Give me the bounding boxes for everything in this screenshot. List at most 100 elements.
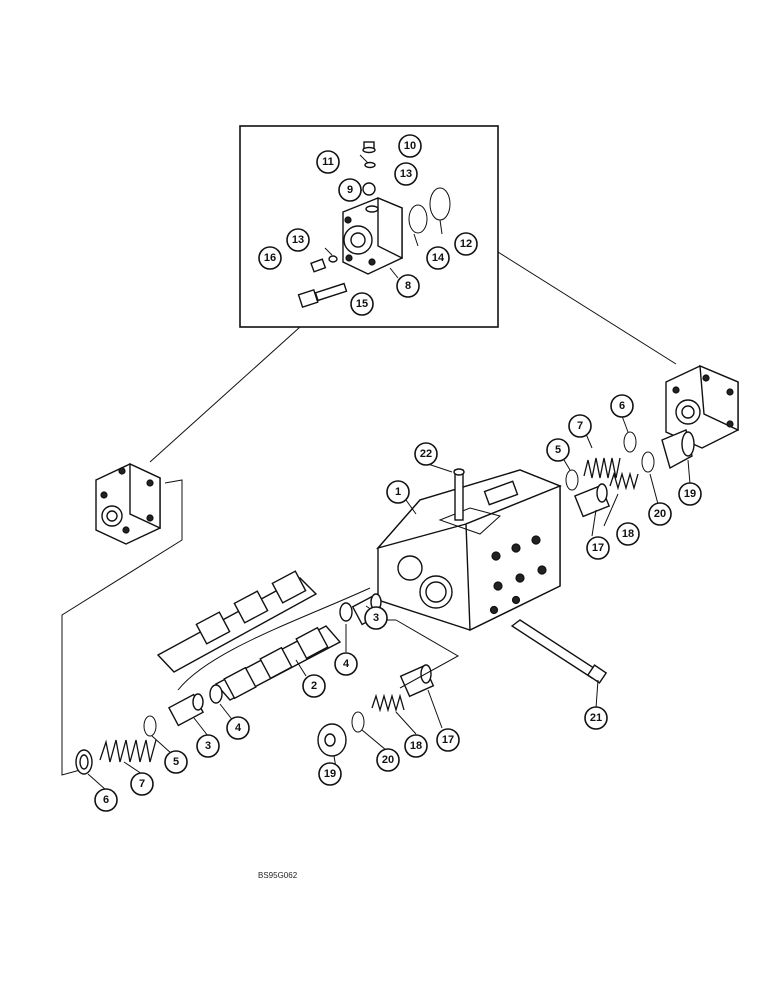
svg-text:4: 4 xyxy=(235,722,242,734)
callout-17b: 17 xyxy=(436,728,460,752)
sleeve-17-lower xyxy=(399,664,435,698)
svg-text:8: 8 xyxy=(405,280,411,292)
spring-18-lower xyxy=(371,693,405,713)
svg-text:20: 20 xyxy=(382,754,394,766)
callout-16: 16 xyxy=(258,246,282,270)
callout-10: 10 xyxy=(398,134,422,158)
svg-text:18: 18 xyxy=(622,528,634,540)
inset-o-ring-14 xyxy=(408,204,428,234)
svg-text:3: 3 xyxy=(205,740,211,752)
callout-18b: 18 xyxy=(404,734,428,758)
callout-7b: 7 xyxy=(568,414,592,438)
left-end-cap xyxy=(95,462,161,545)
valve-body-bolt-21 xyxy=(510,619,608,684)
svg-text:17: 17 xyxy=(442,734,454,746)
svg-text:22: 22 xyxy=(420,448,432,460)
valve-body xyxy=(375,469,562,632)
svg-text:17: 17 xyxy=(592,542,604,554)
seal-4-upper xyxy=(339,602,353,622)
callout-leaders xyxy=(87,415,691,791)
svg-text:19: 19 xyxy=(324,768,336,780)
spring-18-right xyxy=(609,471,639,491)
inset-o-ring-12 xyxy=(429,187,451,221)
ring-6-right xyxy=(623,431,637,453)
inset-plug xyxy=(362,141,376,154)
ring-20-right xyxy=(641,451,655,473)
lower-group-bracket-line xyxy=(395,619,460,689)
callout-9: 9 xyxy=(338,178,362,202)
callout-5a: 5 xyxy=(164,750,188,774)
svg-text:11: 11 xyxy=(322,156,334,168)
figure-code: BS95G062 xyxy=(258,871,298,880)
inset-bolt-15 xyxy=(297,282,348,309)
callout-3b: 3 xyxy=(196,734,220,758)
ring-20-lower xyxy=(351,711,365,733)
ring-5-right xyxy=(565,469,579,491)
callout-19a: 19 xyxy=(678,482,702,506)
svg-text:21: 21 xyxy=(590,712,602,724)
svg-text:5: 5 xyxy=(173,756,179,768)
spool-brace-curve xyxy=(177,587,371,691)
svg-text:1: 1 xyxy=(395,486,401,498)
svg-text:10: 10 xyxy=(404,140,416,152)
callout-11: 11 xyxy=(316,150,340,174)
seal-4-lower xyxy=(209,684,223,704)
svg-text:2: 2 xyxy=(311,680,317,692)
svg-text:4: 4 xyxy=(343,658,350,670)
inset-small-seal xyxy=(364,161,376,169)
callout-4a: 4 xyxy=(334,652,358,676)
inset-screw-16 xyxy=(310,255,338,273)
ring-5-left xyxy=(143,715,157,737)
svg-text:5: 5 xyxy=(555,444,561,456)
cap-19-right xyxy=(661,429,695,470)
callout-1: 1 xyxy=(386,480,410,504)
inset-ball xyxy=(362,182,376,196)
svg-text:15: 15 xyxy=(356,298,368,310)
callout-6a: 6 xyxy=(94,788,118,812)
valve-body-stud-22 xyxy=(453,468,465,521)
left-assembly-bracket-line xyxy=(61,479,183,776)
svg-text:18: 18 xyxy=(410,740,422,752)
callout-13b: 13 xyxy=(286,228,310,252)
svg-text:14: 14 xyxy=(432,252,445,264)
sleeve-17-right xyxy=(573,483,611,518)
upper-spool xyxy=(156,570,318,673)
svg-text:13: 13 xyxy=(292,234,304,246)
right-end-cap xyxy=(665,364,739,449)
spring-7-right xyxy=(583,457,621,479)
callout-3a: 3 xyxy=(364,606,388,630)
callout-21: 21 xyxy=(584,706,608,730)
callout-20a: 20 xyxy=(648,502,672,526)
svg-text:7: 7 xyxy=(577,420,583,432)
svg-text:6: 6 xyxy=(619,400,625,412)
callout-20b: 20 xyxy=(376,748,400,772)
callout-14: 14 xyxy=(426,246,450,270)
detail-inset-frame xyxy=(239,125,499,328)
inset-leader-left xyxy=(149,326,301,463)
callout-5b: 5 xyxy=(546,438,570,462)
svg-text:19: 19 xyxy=(684,488,696,500)
svg-text:3: 3 xyxy=(373,612,379,624)
callout-13a: 13 xyxy=(394,162,418,186)
svg-text:12: 12 xyxy=(460,238,472,250)
svg-text:13: 13 xyxy=(400,168,412,180)
cap-6-left xyxy=(75,749,93,775)
svg-text:6: 6 xyxy=(103,794,109,806)
sleeve-3-lower xyxy=(167,693,205,727)
cap-19-lower xyxy=(317,723,347,757)
callout-17a: 17 xyxy=(586,536,610,560)
callout-15: 15 xyxy=(350,292,374,316)
lower-spool xyxy=(214,625,342,701)
callout-8: 8 xyxy=(396,274,420,298)
callout-2: 2 xyxy=(302,674,326,698)
spring-7-left xyxy=(99,739,157,763)
callout-18a: 18 xyxy=(616,522,640,546)
svg-text:7: 7 xyxy=(139,778,145,790)
svg-text:9: 9 xyxy=(347,184,353,196)
callout-19b: 19 xyxy=(318,762,342,786)
callout-12: 12 xyxy=(454,232,478,256)
svg-text:20: 20 xyxy=(654,508,666,520)
callout-22: 22 xyxy=(414,442,438,466)
callout-4b: 4 xyxy=(226,716,250,740)
